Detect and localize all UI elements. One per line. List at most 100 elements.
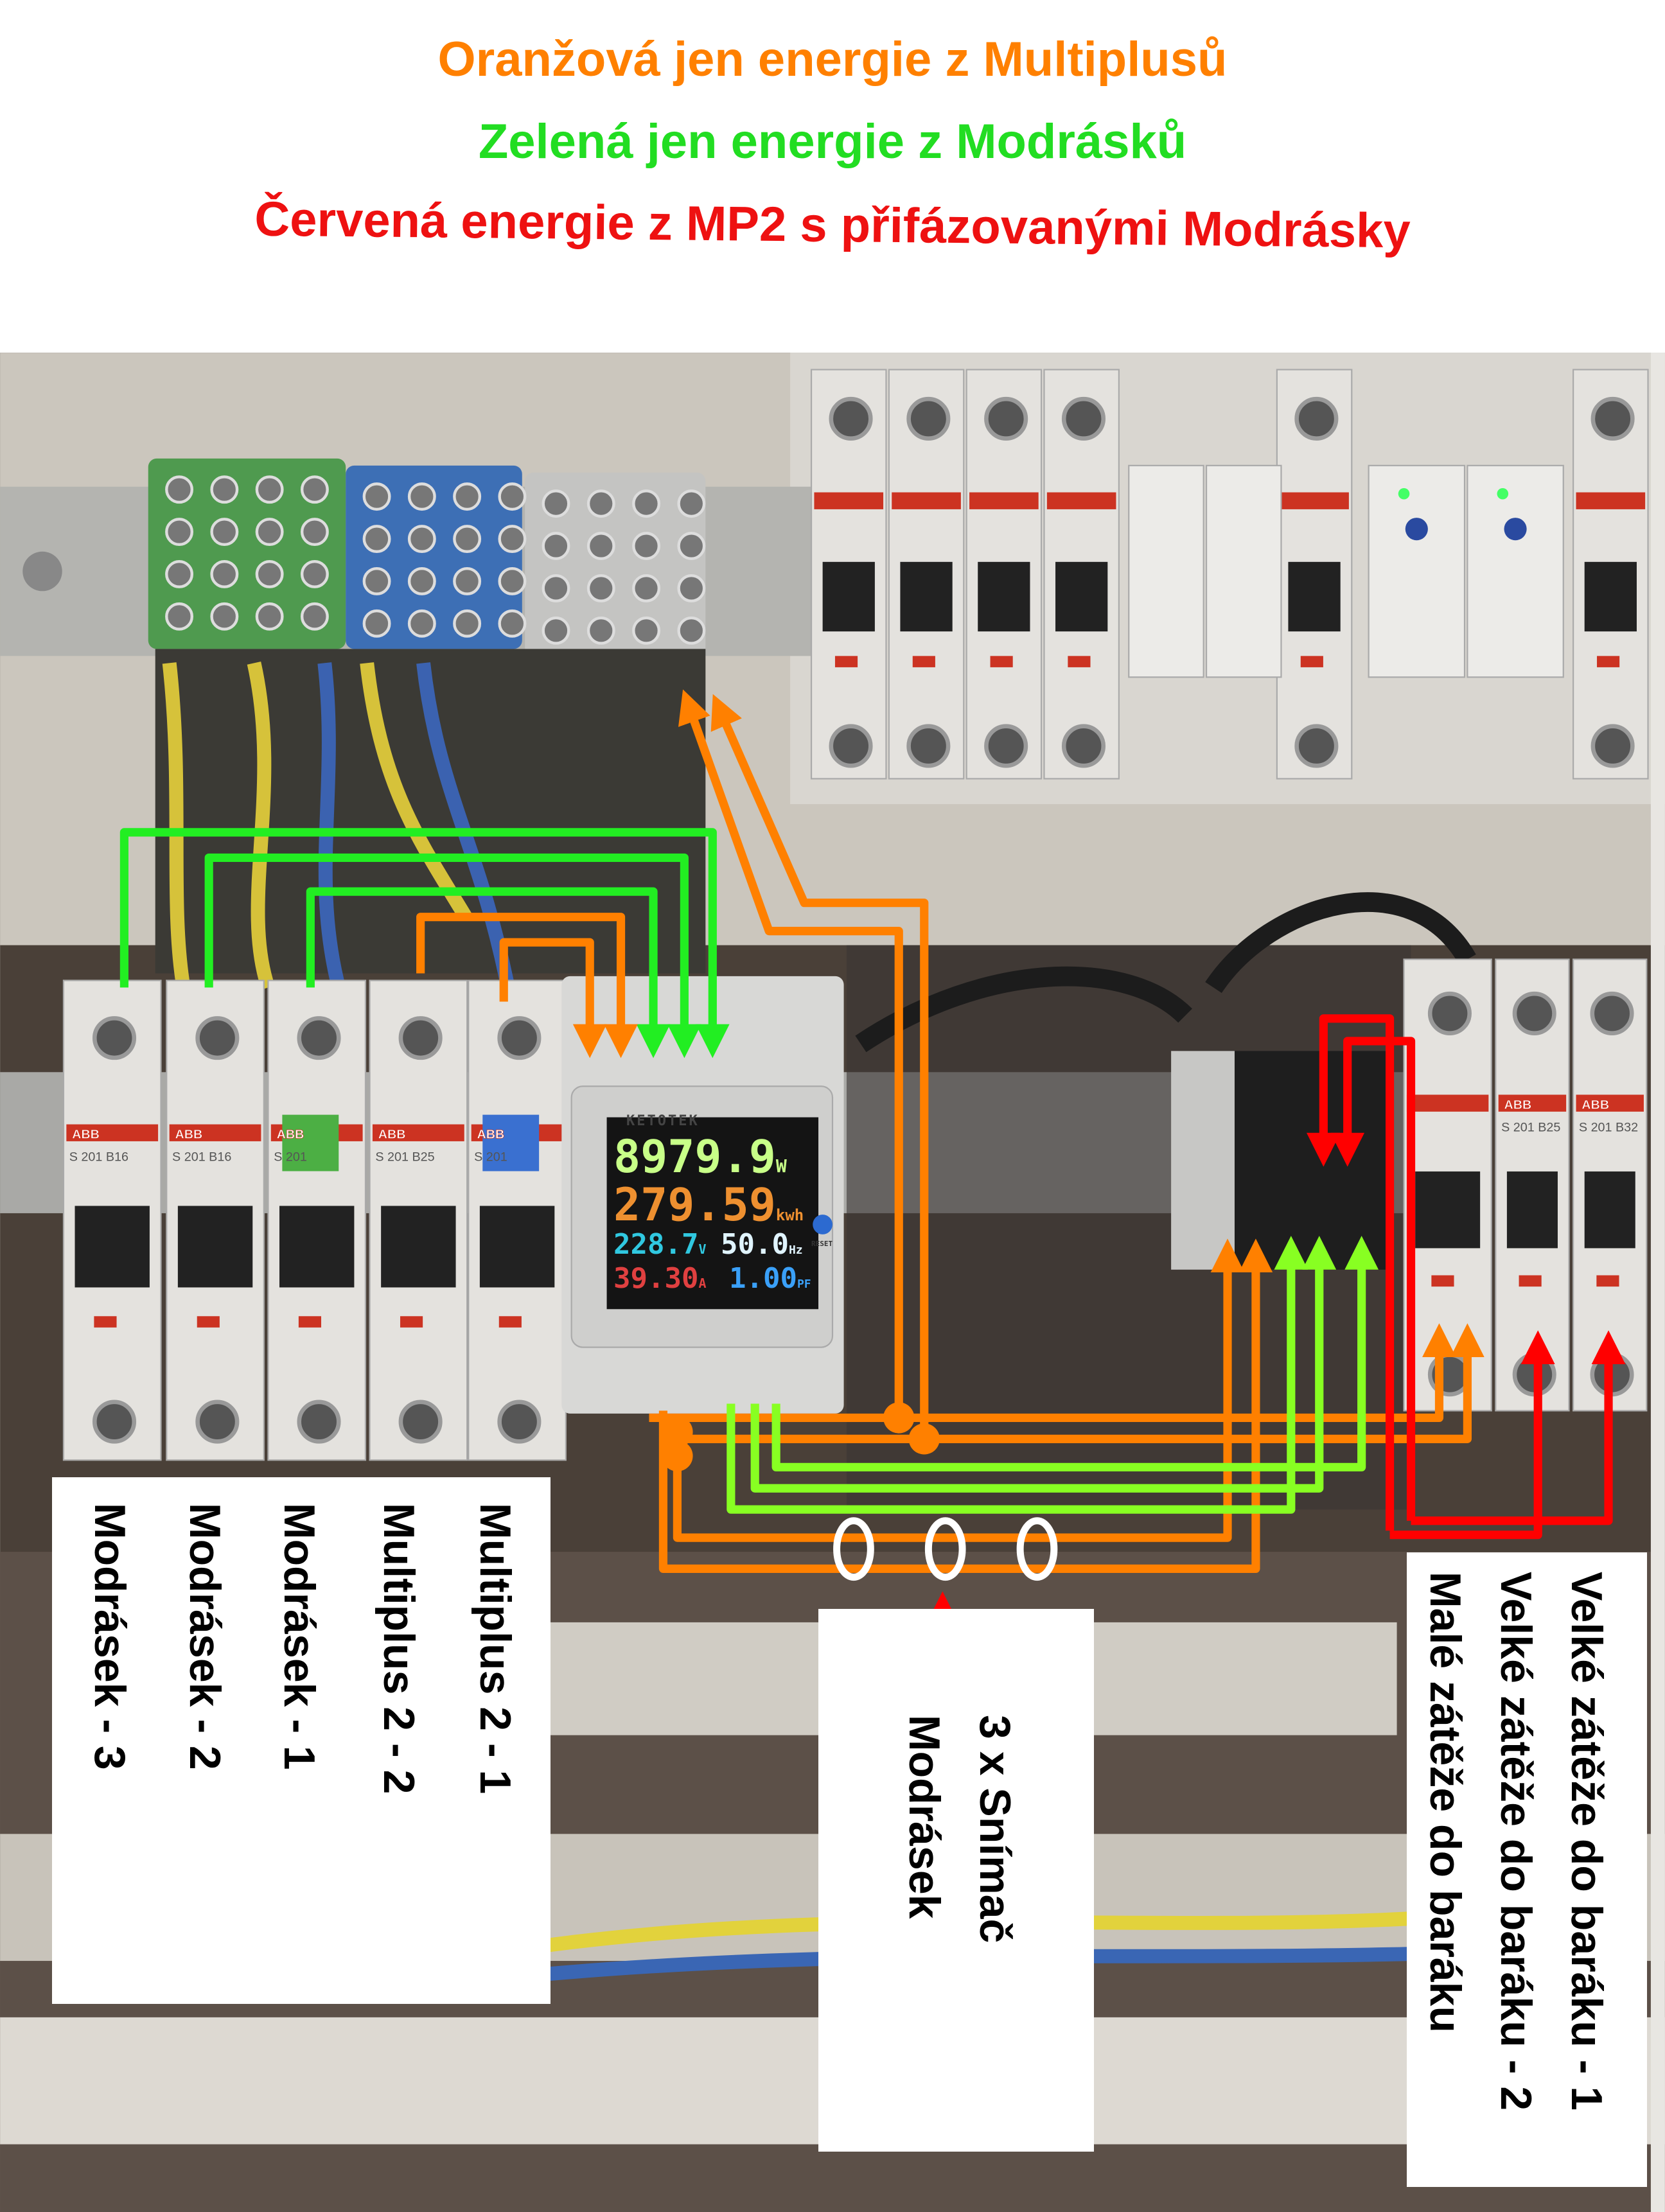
terminal-screw <box>498 566 527 595</box>
label-3x-snimac: 3 x Snímač <box>971 1715 1019 1944</box>
breaker-rating: S 201 <box>274 1150 307 1164</box>
terminal-screw <box>498 525 527 553</box>
meter-reset-button[interactable] <box>813 1215 833 1234</box>
label-multiplus-2-2: Multiplus 2 - 2 <box>374 1503 423 1795</box>
breaker-rating: S 201 B25 <box>375 1150 434 1164</box>
terminal-screw <box>453 609 482 638</box>
wire-orange-up-1 <box>678 689 903 1418</box>
terminal-screw <box>1061 724 1106 768</box>
breaker-lever <box>75 1206 150 1288</box>
wire-orange-up-2 <box>710 694 929 1439</box>
label-modrasek-1: Modrásek - 1 <box>275 1503 324 1770</box>
wire-lime-2 <box>750 1236 1337 1493</box>
terminal-screw <box>165 475 194 504</box>
terminal-screw <box>453 566 482 595</box>
wire-green-modrasek-2 <box>204 853 701 1058</box>
terminal-screw <box>1294 724 1339 768</box>
terminal-screw <box>1512 991 1556 1035</box>
sensor-ring-1 <box>833 1517 874 1581</box>
circuit-breaker <box>1573 369 1649 780</box>
terminal-screw <box>453 525 482 553</box>
circuit-breaker <box>62 979 162 1461</box>
terminal-screw <box>1061 396 1106 441</box>
terminal-screw <box>165 518 194 547</box>
terminal-block-blue <box>346 465 522 649</box>
wire-lime-3 <box>771 1236 1379 1471</box>
terminal-screw <box>165 559 194 588</box>
terminal-screw <box>632 489 661 518</box>
breaker-rating: S 201 B25 <box>1501 1121 1560 1135</box>
terminal-screw <box>300 602 329 631</box>
terminal-screw <box>586 616 615 645</box>
meter-current: 39.30A <box>613 1262 707 1295</box>
terminal-screw <box>677 574 706 602</box>
title-orange: Oranžová jen energie z Multiplusů <box>437 32 1228 87</box>
wire-orange-mp2-2 <box>416 913 638 1058</box>
terminal-screw <box>632 532 661 560</box>
breaker-brand: ABB <box>277 1128 304 1142</box>
meter-reset-label: RESET <box>811 1240 833 1248</box>
meter-power-factor: 1.00PF <box>729 1262 811 1295</box>
breaker-labels-box: Multiplus 2 - 1 Multiplus 2 - 2 Modrásek… <box>52 1477 551 2004</box>
circuit-breaker <box>369 979 468 1461</box>
wire-lime-1 <box>727 1236 1308 1514</box>
circuit-breaker <box>1495 958 1570 1412</box>
breaker-color-tag <box>282 1114 339 1172</box>
power-supply-module <box>1467 464 1564 678</box>
breaker-lever <box>1055 561 1108 632</box>
terminal-screw <box>362 609 391 638</box>
meter-screen <box>606 1117 819 1310</box>
sensor-ring-3 <box>1016 1517 1058 1581</box>
terminal-screw <box>498 609 527 638</box>
sensor-ring-2 <box>924 1517 966 1581</box>
terminal-screw <box>453 482 482 511</box>
breaker-rating: S 201 B16 <box>172 1150 231 1164</box>
terminal-screw <box>255 559 284 588</box>
terminal-screw <box>1294 396 1339 441</box>
meter-brand: KETOTEK <box>626 1113 700 1129</box>
terminal-screw <box>632 574 661 602</box>
current-sensor-rings <box>833 1517 1058 1581</box>
terminal-screw <box>497 1400 542 1444</box>
wire-red-2 <box>1330 1037 1416 1521</box>
terminal-screw <box>829 724 873 768</box>
breaker-brand: ABB <box>1504 1098 1532 1112</box>
breaker-brand: ABB <box>477 1128 505 1142</box>
terminal-screw <box>542 532 570 560</box>
terminal-screw <box>407 609 436 638</box>
breaker-color-tag <box>482 1114 540 1172</box>
terminal-screw <box>92 1016 137 1060</box>
wire-orange-mp2-1 <box>499 938 607 1058</box>
label-velke-zateze-1: Velké zátěže do baráku - 1 <box>1562 1572 1611 2111</box>
circuit-breaker <box>1403 958 1492 1412</box>
terminal-screw <box>300 518 329 547</box>
wire-green-modrasek-1 <box>306 887 671 1058</box>
breaker-lever <box>1584 1171 1635 1249</box>
terminal-screw <box>586 574 615 602</box>
terminal-screw <box>542 574 570 602</box>
breaker-lever <box>479 1206 555 1288</box>
terminal-screw <box>407 525 436 553</box>
breaker-lever <box>1506 1171 1558 1249</box>
breaker-lever <box>381 1206 456 1288</box>
terminal-screw <box>255 475 284 504</box>
load-labels-box: Velké zátěže do baráku - 1 Velké zátěže … <box>1407 1552 1647 2187</box>
terminal-screw <box>677 489 706 518</box>
meter-voltage: 228.7V <box>613 1228 707 1261</box>
terminal-block-gray <box>525 472 706 656</box>
terminal-screw <box>632 616 661 645</box>
terminal-screw <box>906 724 951 768</box>
terminal-screw <box>362 525 391 553</box>
sensor-labels-box: 3 x Snímač Modrásek <box>818 1609 1094 2152</box>
terminal-screw <box>1427 991 1472 1035</box>
terminal-screw <box>984 724 1028 768</box>
wire-red-4 <box>1411 1330 1626 1525</box>
label-multiplus-2-1: Multiplus 2 - 1 <box>471 1503 520 1795</box>
terminal-screw <box>210 518 239 547</box>
circuit-breaker <box>888 369 965 780</box>
terminal-screw <box>297 1400 341 1444</box>
label-velke-zateze-2: Velké zátěže do baráku - 2 <box>1492 1572 1540 2111</box>
breaker-lever <box>900 561 953 632</box>
breaker-lever <box>177 1206 253 1288</box>
